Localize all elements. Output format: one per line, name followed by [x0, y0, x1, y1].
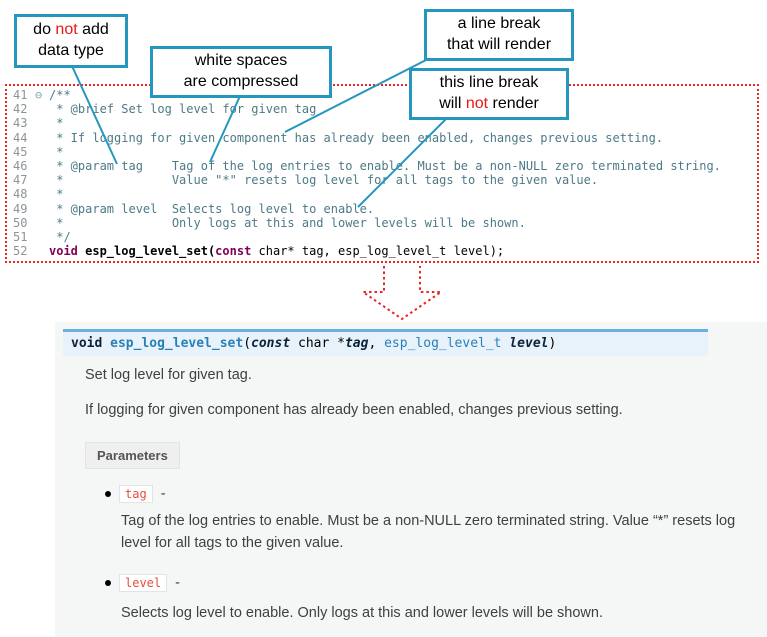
callout-box-datatype: do not add data type [14, 14, 128, 68]
fold-marker-icon [35, 244, 49, 258]
fold-marker-icon[interactable]: ⊖ [35, 88, 43, 102]
param-desc-level: Selects log level to enable. Only logs a… [121, 605, 603, 621]
parameters-label: Parameters [85, 442, 180, 469]
line-number: 47 [13, 173, 28, 188]
callout-box-linebreak-norender: this line break will not render [409, 68, 569, 120]
line-number: 51 [13, 230, 28, 245]
sig-char-type: char * [290, 336, 345, 351]
fold-marker-icon [35, 145, 49, 159]
callout-line: this line break [439, 74, 539, 92]
line-number: 52 [13, 244, 28, 259]
code-line: 42 * @brief Set log level for given tag [13, 102, 753, 116]
code-line: 43 * [13, 116, 753, 130]
doc-paragraph-brief: Set log level for given tag. [85, 367, 252, 383]
code-line: 50 * Only logs at this and lower levels … [13, 216, 753, 230]
param-dash: - [175, 575, 180, 591]
sig-function-name: esp_log_level_set [102, 336, 244, 351]
fold-marker-icon [35, 131, 49, 145]
param-list-item-tag: tag - [105, 485, 166, 503]
code-text: /** [49, 88, 71, 102]
code-editor: 41 ⊖ /** 42 * @brief Set log level for g… [5, 84, 759, 263]
code-text: * @param level Selects log level to enab… [49, 201, 375, 216]
fold-marker-icon [35, 173, 49, 187]
code-line: 47 * Value "*" resets log level for all … [13, 173, 753, 187]
callout-line: a line break [457, 15, 541, 33]
line-number: 50 [13, 215, 28, 230]
fold-marker-icon [35, 187, 49, 201]
callout-line: that will render [446, 36, 552, 53]
code-text: */ [49, 230, 71, 245]
fold-marker-icon [35, 102, 49, 116]
keyword-void: void [49, 244, 86, 259]
line-number: 46 [13, 159, 28, 174]
code-text: void esp_log_level_set(const char* tag, … [49, 244, 504, 258]
param-dash: - [160, 486, 166, 502]
sig-comma: , [368, 336, 385, 351]
line-number: 49 [13, 201, 28, 216]
callout-line: data type [38, 42, 104, 59]
bullet-icon [105, 580, 111, 586]
sig-paren-open: ( [243, 336, 252, 351]
line-number: 43 [13, 116, 28, 131]
code-text: * If logging for given component has alr… [49, 130, 664, 145]
flow-arrow-icon [359, 266, 445, 321]
line-number: 48 [13, 187, 28, 202]
code-line-declaration: 52 void esp_log_level_set(const char* ta… [13, 244, 753, 258]
fold-marker-icon [35, 230, 49, 244]
callout-line: white spaces [194, 52, 288, 70]
fold-marker-icon [35, 216, 49, 230]
code-line: 41 ⊖ /** [13, 88, 753, 102]
param-name-chip-level: level [119, 574, 168, 592]
fold-marker-icon [35, 159, 49, 173]
code-line: 49 * @param level Selects log level to e… [13, 202, 753, 216]
line-number: 41 [13, 88, 28, 102]
function-name: esp_log_level_set( [85, 244, 216, 259]
param-desc-tag: Tag of the log entries to enable. Must b… [121, 513, 736, 552]
code-text: * [49, 144, 64, 159]
function-signature: void esp_log_level_set(const char *tag, … [63, 329, 708, 356]
code-line: 51 */ [13, 230, 753, 244]
callout-box-whitespace: white spaces are compressed [150, 46, 332, 98]
sig-type-link[interactable]: esp_log_level_t [384, 336, 502, 351]
bullet-icon [105, 491, 111, 497]
code-text: * Value "*" resets log level for all tag… [49, 173, 599, 188]
sig-keyword-void: void [71, 336, 103, 351]
sig-paren-close: ) [548, 336, 557, 351]
fold-marker-icon [35, 202, 49, 216]
declaration-args: char* tag, esp_log_level_t level); [251, 244, 505, 259]
param-list-item-level: level - [105, 574, 180, 592]
code-line: 44 * If logging for given component has … [13, 131, 753, 145]
code-text: * @brief Set log level for given tag [49, 102, 317, 117]
fold-marker-icon [35, 116, 49, 130]
code-text: * Only logs at this and lower levels wil… [49, 215, 526, 230]
param-name-chip-tag: tag [119, 485, 153, 503]
line-number: 42 [13, 102, 28, 117]
line-number: 45 [13, 144, 28, 159]
sig-arg-level: level [501, 336, 549, 351]
doc-panel: void esp_log_level_set(const char *tag, … [55, 322, 767, 637]
code-text: * [49, 116, 64, 131]
code-line: 46 * @param tag Tag of the log entries t… [13, 159, 753, 173]
callout-line: will not render [439, 95, 539, 112]
sig-keyword-const: const [251, 336, 291, 351]
line-number: 44 [13, 130, 28, 145]
callout-box-linebreak-render: a line break that will render [424, 9, 574, 61]
keyword-const: const [215, 244, 252, 259]
code-text: * @param tag Tag of the log entries to e… [49, 159, 721, 174]
code-line: 45 * [13, 145, 753, 159]
code-line: 48 * [13, 187, 753, 201]
callout-line: do not add [33, 21, 109, 39]
sig-arg-tag: tag [344, 336, 369, 351]
code-text: * [49, 187, 64, 202]
callout-line: are compressed [183, 73, 299, 90]
doc-paragraph-detail: If logging for given component has alrea… [85, 402, 623, 418]
